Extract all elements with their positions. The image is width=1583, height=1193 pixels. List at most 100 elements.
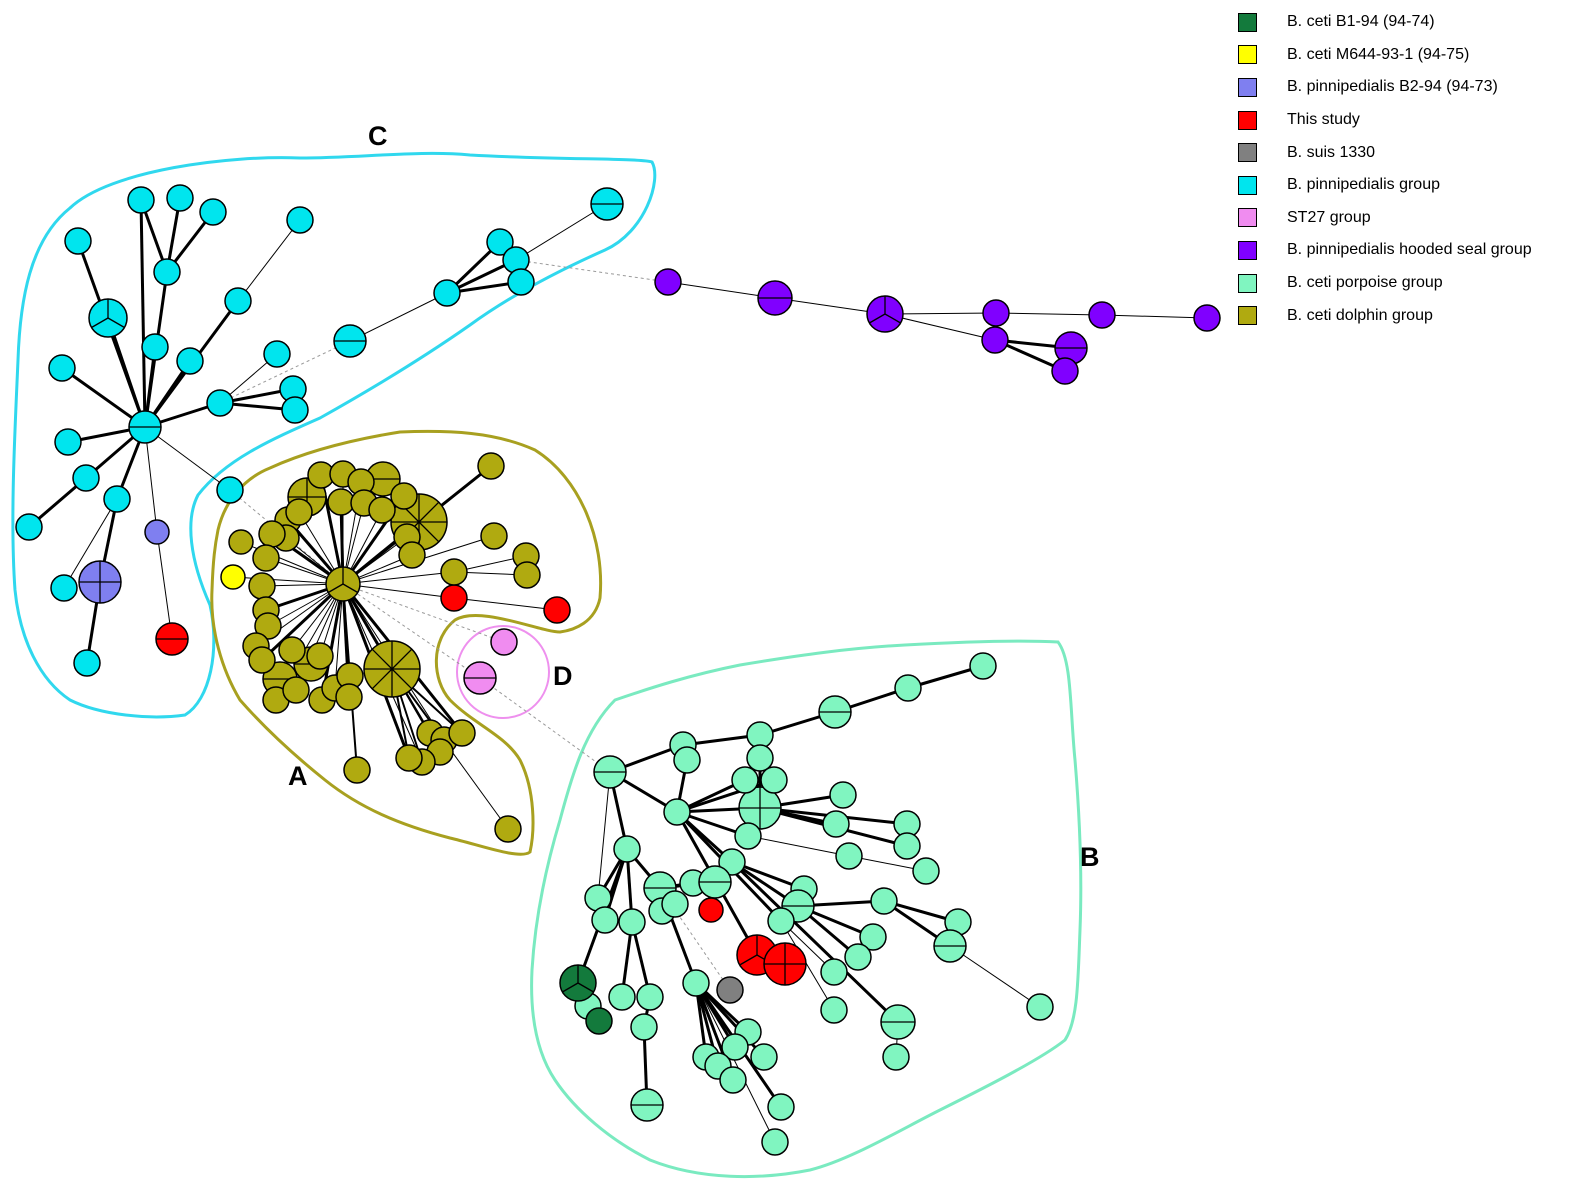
tree-node bbox=[252, 544, 280, 572]
legend-swatch bbox=[1238, 273, 1257, 293]
tree-node bbox=[363, 640, 421, 698]
legend-label: B. ceti M644-93-1 (94-75) bbox=[1287, 45, 1470, 63]
node-circle bbox=[103, 485, 131, 513]
tree-node bbox=[731, 766, 759, 794]
node-circle bbox=[141, 333, 169, 361]
tree-node bbox=[721, 1033, 749, 1061]
legend-label: B. pinnipedialis group bbox=[1287, 176, 1440, 194]
tree-node bbox=[155, 622, 189, 656]
node-circle bbox=[368, 496, 396, 524]
tree-node bbox=[591, 906, 619, 934]
tree-node bbox=[1193, 304, 1221, 332]
tree-node bbox=[368, 496, 396, 524]
tree-node bbox=[1051, 357, 1079, 385]
tree-node bbox=[835, 842, 863, 870]
tree-edge bbox=[342, 583, 481, 679]
legend-label: This study bbox=[1287, 111, 1360, 129]
node-circle bbox=[286, 206, 314, 234]
legend-item: B. pinnipedialis B2-94 (94-73) bbox=[1238, 71, 1578, 104]
tree-node bbox=[757, 280, 793, 316]
node-circle bbox=[673, 746, 701, 774]
node-circle bbox=[278, 636, 306, 664]
tree-node bbox=[48, 354, 76, 382]
tree-node bbox=[206, 389, 234, 417]
node-circle bbox=[15, 513, 43, 541]
tree-node bbox=[894, 674, 922, 702]
outline-cluster-a bbox=[210, 429, 603, 856]
tree-node bbox=[912, 857, 940, 885]
tree-node bbox=[630, 1013, 658, 1041]
node-circle bbox=[1193, 304, 1221, 332]
tree-edge bbox=[342, 583, 455, 599]
tree-node bbox=[822, 810, 850, 838]
node-circle bbox=[698, 897, 724, 923]
tree-node bbox=[543, 596, 571, 624]
legend: B. ceti B1-94 (94-74) B. ceti M644-93-1 (… bbox=[1238, 6, 1578, 332]
node-circle bbox=[982, 299, 1010, 327]
legend-swatch bbox=[1238, 143, 1257, 163]
node-circle bbox=[153, 258, 181, 286]
node-circle bbox=[220, 564, 246, 590]
node-circle bbox=[206, 389, 234, 417]
node-circle bbox=[822, 810, 850, 838]
legend-swatch bbox=[1238, 45, 1257, 65]
tree-node bbox=[325, 566, 361, 602]
node-circle bbox=[440, 558, 468, 586]
tree-node bbox=[153, 258, 181, 286]
tree-node bbox=[760, 766, 788, 794]
tree-node bbox=[1054, 331, 1088, 365]
tree-node bbox=[673, 746, 701, 774]
tree-edge bbox=[695, 982, 776, 1143]
tree-node bbox=[440, 584, 468, 612]
tree-edge bbox=[61, 366, 146, 429]
node-circle bbox=[716, 976, 744, 1004]
tree-node bbox=[282, 676, 310, 704]
legend-swatch bbox=[1238, 306, 1257, 326]
tree-node bbox=[395, 744, 423, 772]
tree-node bbox=[141, 333, 169, 361]
tree-node bbox=[698, 865, 732, 899]
tree-edge bbox=[63, 498, 118, 589]
legend-label: B. pinnipedialis B2-94 (94-73) bbox=[1287, 78, 1498, 96]
node-circle bbox=[654, 268, 682, 296]
cluster-label-a: A bbox=[288, 761, 308, 791]
tree-node bbox=[613, 835, 641, 863]
tree-edge bbox=[949, 945, 1041, 1008]
tree-node bbox=[263, 340, 291, 368]
node-circle bbox=[682, 969, 710, 997]
tree-node bbox=[248, 572, 276, 600]
node-circle bbox=[48, 354, 76, 382]
tree-node bbox=[734, 822, 762, 850]
tree-node bbox=[507, 268, 535, 296]
tree-node bbox=[176, 347, 204, 375]
node-divider bbox=[342, 583, 359, 594]
node-divider bbox=[91, 317, 109, 329]
tree-node bbox=[559, 964, 597, 1002]
node-circle bbox=[440, 584, 468, 612]
tree-node bbox=[103, 485, 131, 513]
legend-item: B. pinnipedialis group bbox=[1238, 169, 1578, 202]
legend-label: B. suis 1330 bbox=[1287, 143, 1376, 161]
legend-swatch bbox=[1238, 12, 1257, 32]
tree-node bbox=[767, 1093, 795, 1121]
tree-node bbox=[698, 897, 724, 923]
tree-node bbox=[820, 996, 848, 1024]
legend-label: B. ceti B1-94 (94-74) bbox=[1287, 13, 1435, 31]
node-circle bbox=[513, 561, 541, 589]
node-circle bbox=[252, 544, 280, 572]
tree-edge bbox=[479, 677, 611, 773]
legend-item: B. ceti dolphin group bbox=[1238, 299, 1578, 332]
node-divider bbox=[418, 501, 440, 523]
legend-label: B. ceti dolphin group bbox=[1287, 306, 1433, 324]
tree-node bbox=[738, 786, 782, 830]
tree-node bbox=[220, 564, 246, 590]
legend-swatch bbox=[1238, 240, 1257, 260]
tree-node bbox=[716, 976, 744, 1004]
node-circle bbox=[490, 628, 518, 656]
node-circle bbox=[636, 983, 664, 1011]
tree-edge bbox=[747, 835, 850, 857]
tree-node bbox=[144, 519, 170, 545]
node-circle bbox=[1026, 993, 1054, 1021]
cluster-label-d: D bbox=[553, 661, 573, 691]
tree-nodes bbox=[15, 184, 1221, 1156]
